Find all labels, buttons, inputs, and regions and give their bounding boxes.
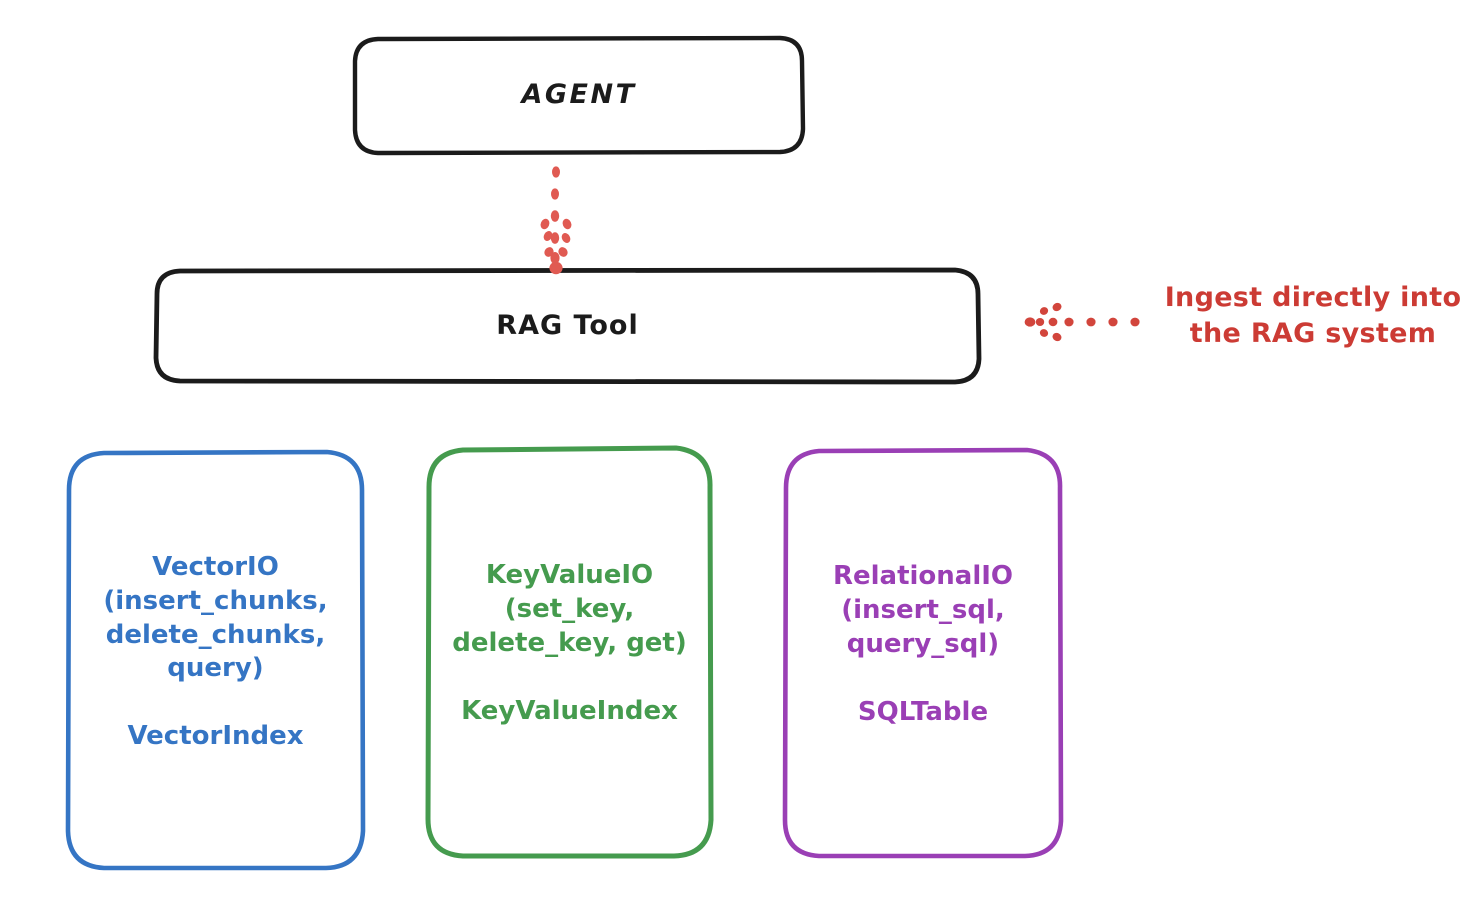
relational-card-outline bbox=[782, 447, 1064, 859]
relational-io-api-label: RelationalIO (insert_sql, query_sql) bbox=[832, 561, 1014, 659]
agent-to-rag-connector bbox=[540, 166, 572, 275]
ingest-annotation-text: Ingest directly into the RAG system bbox=[1164, 282, 1462, 349]
rag-tool-box-outline bbox=[153, 267, 982, 385]
vector-index-label: VectorIndex bbox=[127, 721, 304, 752]
key-value-io-card-body: KeyValueIO (set_key, delete_key, get) Ke… bbox=[444, 559, 695, 728]
relational-io-card[interactable]: RelationalIO (insert_sql, query_sql) SQL… bbox=[785, 450, 1061, 856]
key-value-io-api-label: KeyValueIO (set_key, delete_key, get) bbox=[452, 560, 687, 658]
vector-io-card-body: VectorIO (insert_chunks, delete_chunks, … bbox=[95, 551, 335, 754]
relational-io-card-body: RelationalIO (insert_sql, query_sql) SQL… bbox=[825, 560, 1021, 729]
rag-tool-label: RAG Tool bbox=[496, 309, 639, 341]
agent-box-outline bbox=[352, 35, 806, 156]
agent-label: AGENT bbox=[521, 79, 637, 111]
rag-tool-node[interactable]: RAG Tool bbox=[156, 270, 979, 382]
vector-card-outline bbox=[65, 449, 366, 871]
sql-table-label: SQLTable bbox=[857, 696, 989, 727]
vector-io-api-label: VectorIO (insert_chunks, delete_chunks, … bbox=[103, 552, 328, 684]
agent-node[interactable]: AGENT bbox=[355, 38, 803, 153]
ingest-to-rag-connector bbox=[1024, 302, 1140, 342]
key-value-io-card[interactable]: KeyValueIO (set_key, delete_key, get) Ke… bbox=[428, 448, 711, 856]
key-value-index-label: KeyValueIndex bbox=[461, 695, 678, 726]
vector-io-card[interactable]: VectorIO (insert_chunks, delete_chunks, … bbox=[68, 452, 363, 869]
keyvalue-card-outline bbox=[425, 445, 714, 859]
